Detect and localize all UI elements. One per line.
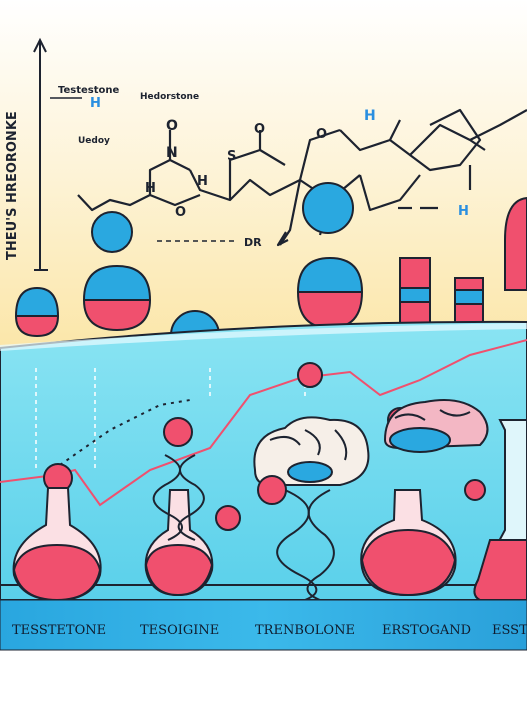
s-atom: S (227, 149, 236, 164)
flask-2 (144, 489, 214, 597)
h-atom-left: H (145, 181, 156, 196)
flask-1 (12, 487, 102, 602)
o-atom-mid: O (254, 122, 265, 137)
bottom-margin (0, 650, 527, 703)
bottom-band (0, 599, 527, 651)
udoy-label: Uedoy (78, 136, 110, 146)
o-atom-right: O (316, 127, 327, 142)
top-left-label: Testestone (58, 85, 120, 96)
h-atom-right: H (364, 108, 376, 124)
o-atom-top: O (166, 118, 178, 134)
bottom-label: TRENBOLONE (255, 623, 355, 638)
hedore-label: Hedorstone (140, 92, 199, 102)
h-atom-far-right: H (458, 204, 469, 219)
brain-illustration-2 (383, 399, 489, 453)
n-atom: N (166, 145, 178, 161)
bottom-label: TESOIGINE (140, 623, 219, 638)
flask-3 (360, 489, 457, 597)
trend-line (0, 339, 527, 507)
h-atom-mid: H (197, 174, 208, 189)
o-atom-lower: O (175, 205, 186, 220)
h-atom-top-left: H (90, 96, 101, 111)
dna-helix-2 (276, 489, 335, 601)
bottom-label: TESSTETONE (12, 623, 106, 638)
dna-helix-1 (152, 454, 205, 541)
bottom-label: ERSTOGAND (382, 623, 471, 638)
bottom-labels: TESSTETONE TESOIGINE TRENBOLONE ERSTOGAND ES… (12, 623, 527, 638)
dr-label: DR (244, 236, 262, 249)
bottom-label: ESSTO (492, 623, 527, 638)
brain-illustration (253, 416, 370, 505)
vertical-axis (33, 37, 48, 271)
vertical-axis-label: THEU'S HREORONKE (5, 111, 20, 260)
cylinders (399, 257, 484, 331)
dashed-trend-line (59, 399, 191, 466)
